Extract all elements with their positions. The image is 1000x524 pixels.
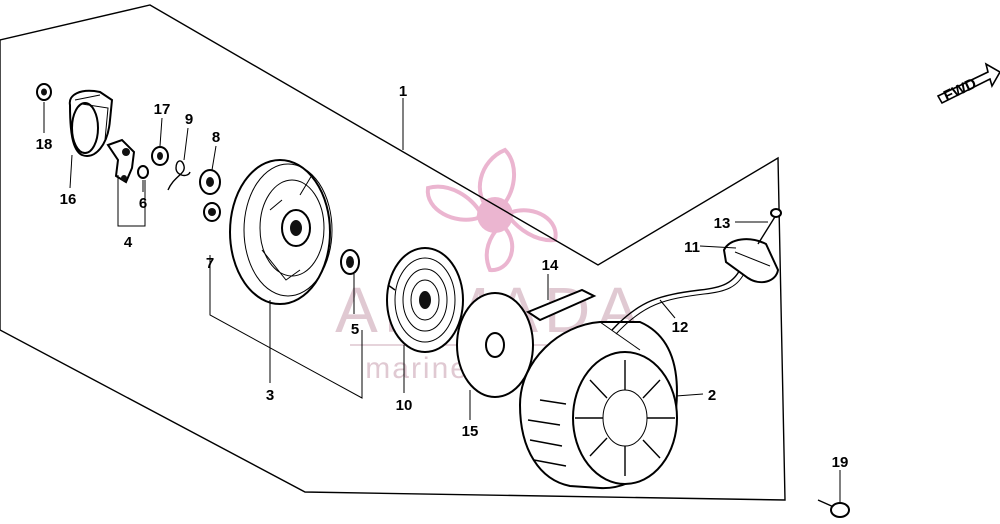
starter-rope-icon <box>611 264 743 331</box>
assembly-boundary <box>0 4 786 501</box>
callout-6: 6 <box>139 195 147 212</box>
spring-icon <box>167 160 191 191</box>
callout-8: 8 <box>212 129 220 146</box>
callout-2: 2 <box>708 387 716 404</box>
callout-15: 15 <box>462 423 479 440</box>
starter-grip-icon <box>722 238 780 284</box>
fwd-label: FWD <box>941 75 979 105</box>
starter-case-icon <box>518 321 678 490</box>
fwd-arrow-icon <box>936 62 1000 105</box>
callout-4: 4 <box>124 234 133 251</box>
knot-pin-icon <box>757 208 782 245</box>
callout-1: 1 <box>399 83 407 100</box>
callout-16: 16 <box>60 191 77 208</box>
nut-icon <box>151 146 169 166</box>
callout-11: 11 <box>684 239 700 256</box>
callout-9: 9 <box>185 111 193 128</box>
callout-17: 17 <box>154 101 171 118</box>
callout-3: 3 <box>266 387 274 404</box>
small-bolt-icon <box>137 165 149 179</box>
collar-icon <box>203 202 221 222</box>
callout-5: 5 <box>351 321 359 338</box>
disc-plate-icon <box>456 292 534 398</box>
callout-7: 7 <box>206 255 214 272</box>
callout-18: 18 <box>36 136 53 153</box>
spiral-spring-icon <box>386 247 464 353</box>
watermark-propeller-logo <box>425 147 558 273</box>
callout-19: 19 <box>832 454 849 471</box>
callout-14: 14 <box>542 257 559 274</box>
callout-13: 13 <box>714 215 731 232</box>
starter-rope-icon <box>615 268 747 335</box>
ratchet-guide-icon <box>106 138 136 184</box>
callout-12: 12 <box>672 319 689 336</box>
spring-clip-icon <box>525 288 597 322</box>
flange-bolt-icon <box>817 499 850 518</box>
bushing-icon <box>340 249 360 275</box>
ratchet-icon <box>199 169 221 195</box>
nut-icon <box>36 83 52 101</box>
cover-bracket-icon <box>68 89 114 157</box>
leader-lines <box>43 98 841 502</box>
callout-10: 10 <box>396 397 413 414</box>
starter-reel-icon <box>229 159 333 305</box>
